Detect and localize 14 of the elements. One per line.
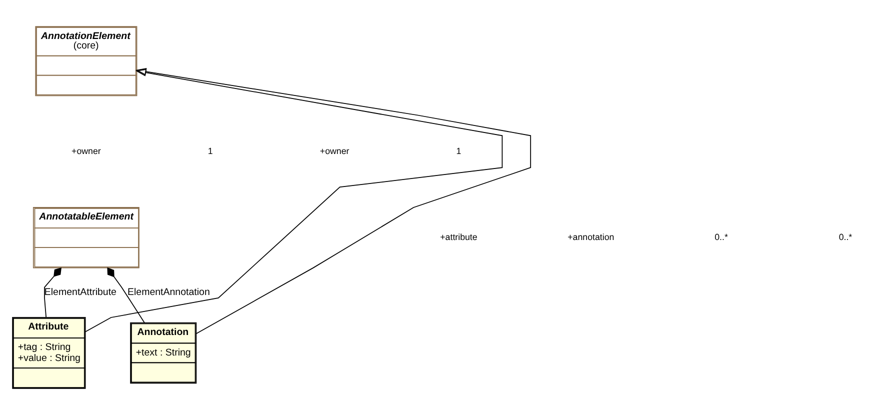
label: 0..* (838, 232, 852, 242)
label: 0..* (714, 232, 728, 242)
arrow (84, 68, 503, 332)
connector (44, 267, 62, 318)
label: +annotation (568, 232, 614, 242)
connector (107, 267, 145, 324)
label: 1 (456, 146, 462, 156)
arrow (136, 68, 532, 334)
label: 1 (208, 146, 213, 156)
edge-label: ElementAttribute (44, 287, 116, 298)
label: +attribute (440, 232, 478, 242)
label: +owner (72, 146, 101, 156)
edge-label: ElementAnnotation (127, 287, 210, 298)
label: +owner (320, 146, 350, 156)
